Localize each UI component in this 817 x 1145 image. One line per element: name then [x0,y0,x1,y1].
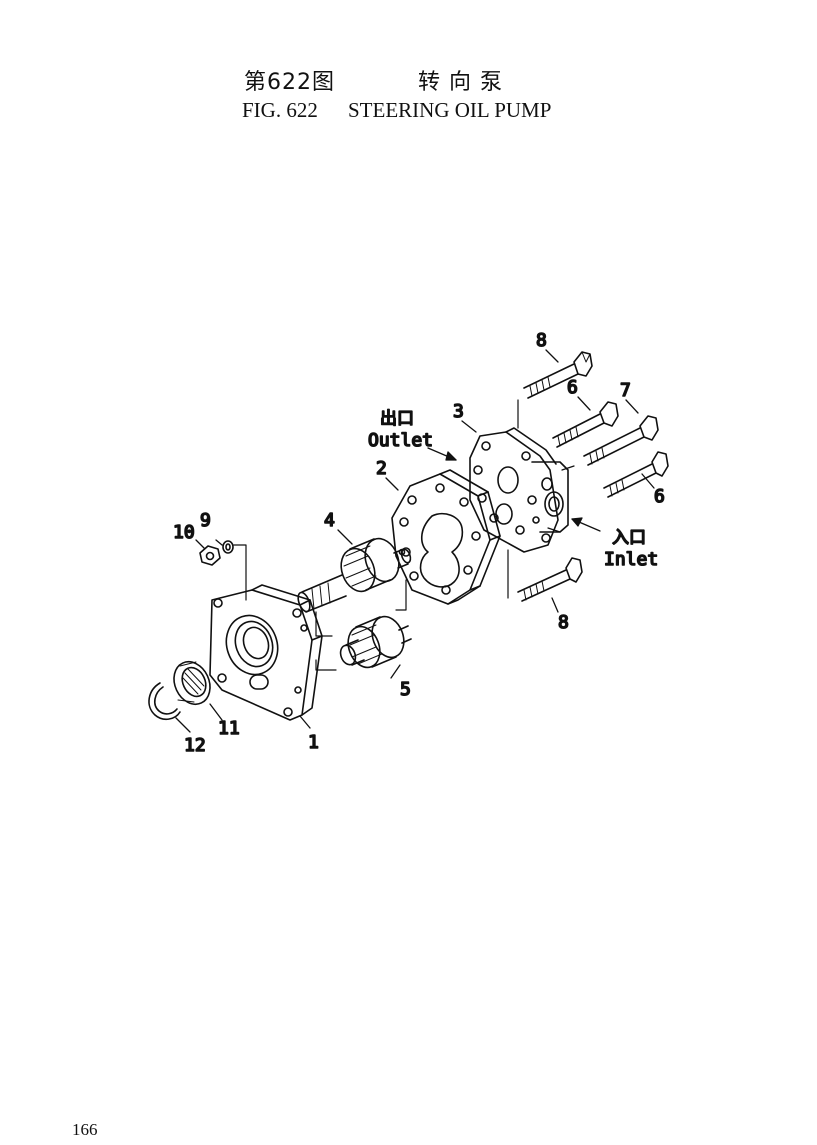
callout-8-top: 8 [536,330,547,351]
part-11-bearing [173,661,211,705]
inlet-label-cn: 入口 [612,528,646,548]
leader-gear-lines-2 [395,579,407,611]
callout-9: 9 [200,510,211,531]
outlet-label-en: Outlet [368,430,433,451]
inlet-label-en: Inlet [604,549,658,570]
part-8-bolt-bottom [517,557,583,602]
part-3-rear-cover [469,427,569,553]
part-12-snap-ring [148,682,181,721]
callout-12: 12 [184,735,206,756]
callout-6-upper: 6 [567,377,578,398]
part-9-washer [222,540,234,554]
callout-6-lower: 6 [654,486,665,507]
callout-7: 7 [620,380,631,401]
callout-5: 5 [400,679,411,700]
callout-3: 3 [453,401,464,422]
callout-2: 2 [376,458,387,479]
callout-1: 1 [308,732,319,753]
callout-4: 4 [324,510,335,531]
title-english: FIG. 622 STEERING OIL PUMP [0,98,817,126]
leader-gear-lines [315,611,337,671]
part-10-nut [199,545,221,566]
part-2-gear-housing [391,469,501,605]
part-6-bolt-upper [552,401,619,448]
part-1-front-cover [209,584,323,721]
title-chinese: 第622图 转 向 泵 [0,64,817,96]
figure-number-cn: 第622图 [244,70,335,95]
page-number: 166 [72,1120,98,1139]
callout-11: 11 [218,718,240,739]
figure-title-cn: 转 向 泵 [418,70,503,95]
part-6-bolt-lower [603,451,669,498]
figure-number-en: FIG. 622 [242,98,318,122]
figure-title-en: STEERING OIL PUMP [348,98,552,122]
outlet-label-cn: 出口 [380,409,414,429]
part-8-bolt-top [523,351,593,399]
leader-bolt-alignment [547,465,575,533]
leader-bolt-lines [507,399,519,599]
leader-stud-line [233,544,247,601]
callout-10: 10 [173,522,195,543]
part-7-bolt-long [583,415,659,466]
callout-8-bottom: 8 [558,612,569,633]
part-5-driven-gear [339,615,412,669]
callout-leaders [175,349,655,733]
